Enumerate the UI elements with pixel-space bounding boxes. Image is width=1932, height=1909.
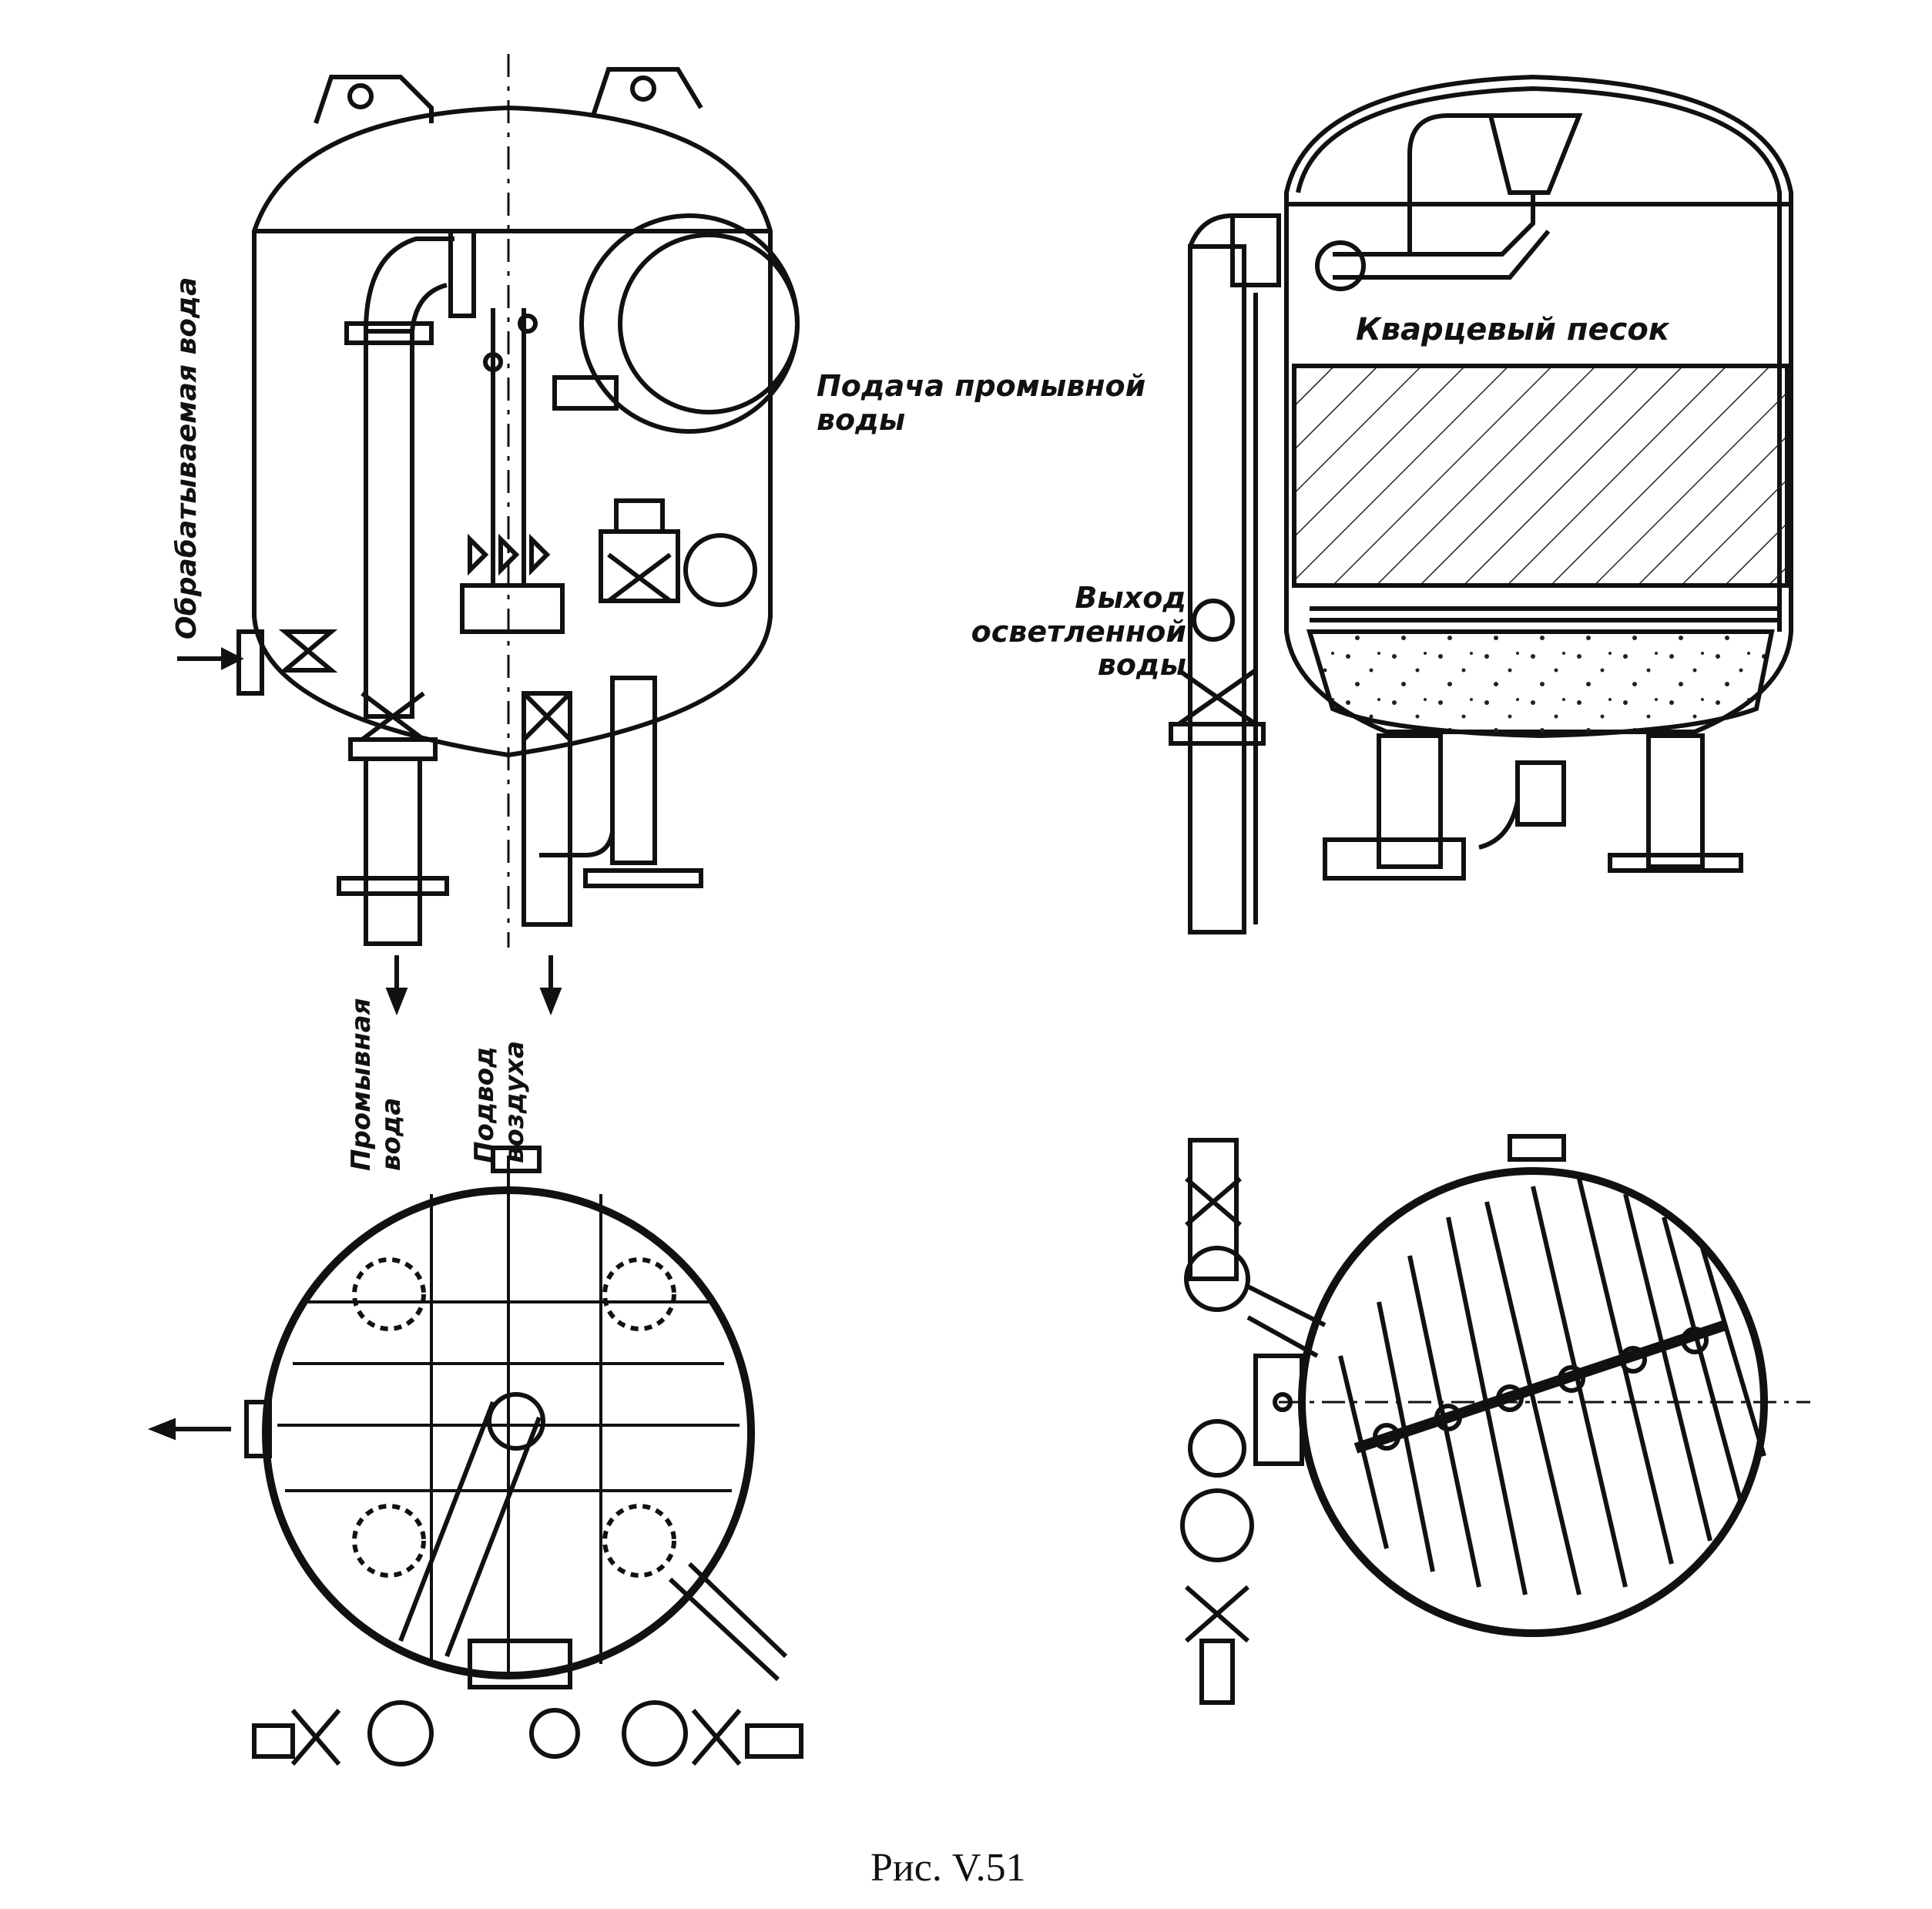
figure-caption: Рис. V.51: [870, 1846, 1026, 1890]
lifting-lug-right: [591, 67, 703, 116]
label-clarified-water-outlet: Выход осветленной воды: [971, 581, 1186, 683]
tank-shell: [252, 105, 773, 758]
front-view-filter: [177, 54, 800, 1016]
label-air-supply: Подвод воздуха: [469, 1040, 531, 1163]
label-treated-water: Обрабатываемая вода: [171, 277, 203, 639]
label-wash-water-supply: Подача промывной воды: [817, 369, 1146, 437]
outlet-pipe: [1188, 244, 1246, 934]
plan-view-right: [1180, 1134, 1810, 1705]
plan-view-left: [147, 1146, 803, 1766]
sand-layer: [1292, 364, 1789, 588]
gauge-panel: [460, 583, 565, 634]
section-view-filter: [1169, 74, 1793, 934]
label-quartz-sand: Кварцевый песок: [1356, 312, 1669, 347]
gravel-layer: [1306, 629, 1775, 739]
wash-water-pipe: [364, 329, 414, 719]
inlet-valve: [278, 629, 338, 673]
label-wash-water: Промывная вода: [346, 998, 408, 1171]
